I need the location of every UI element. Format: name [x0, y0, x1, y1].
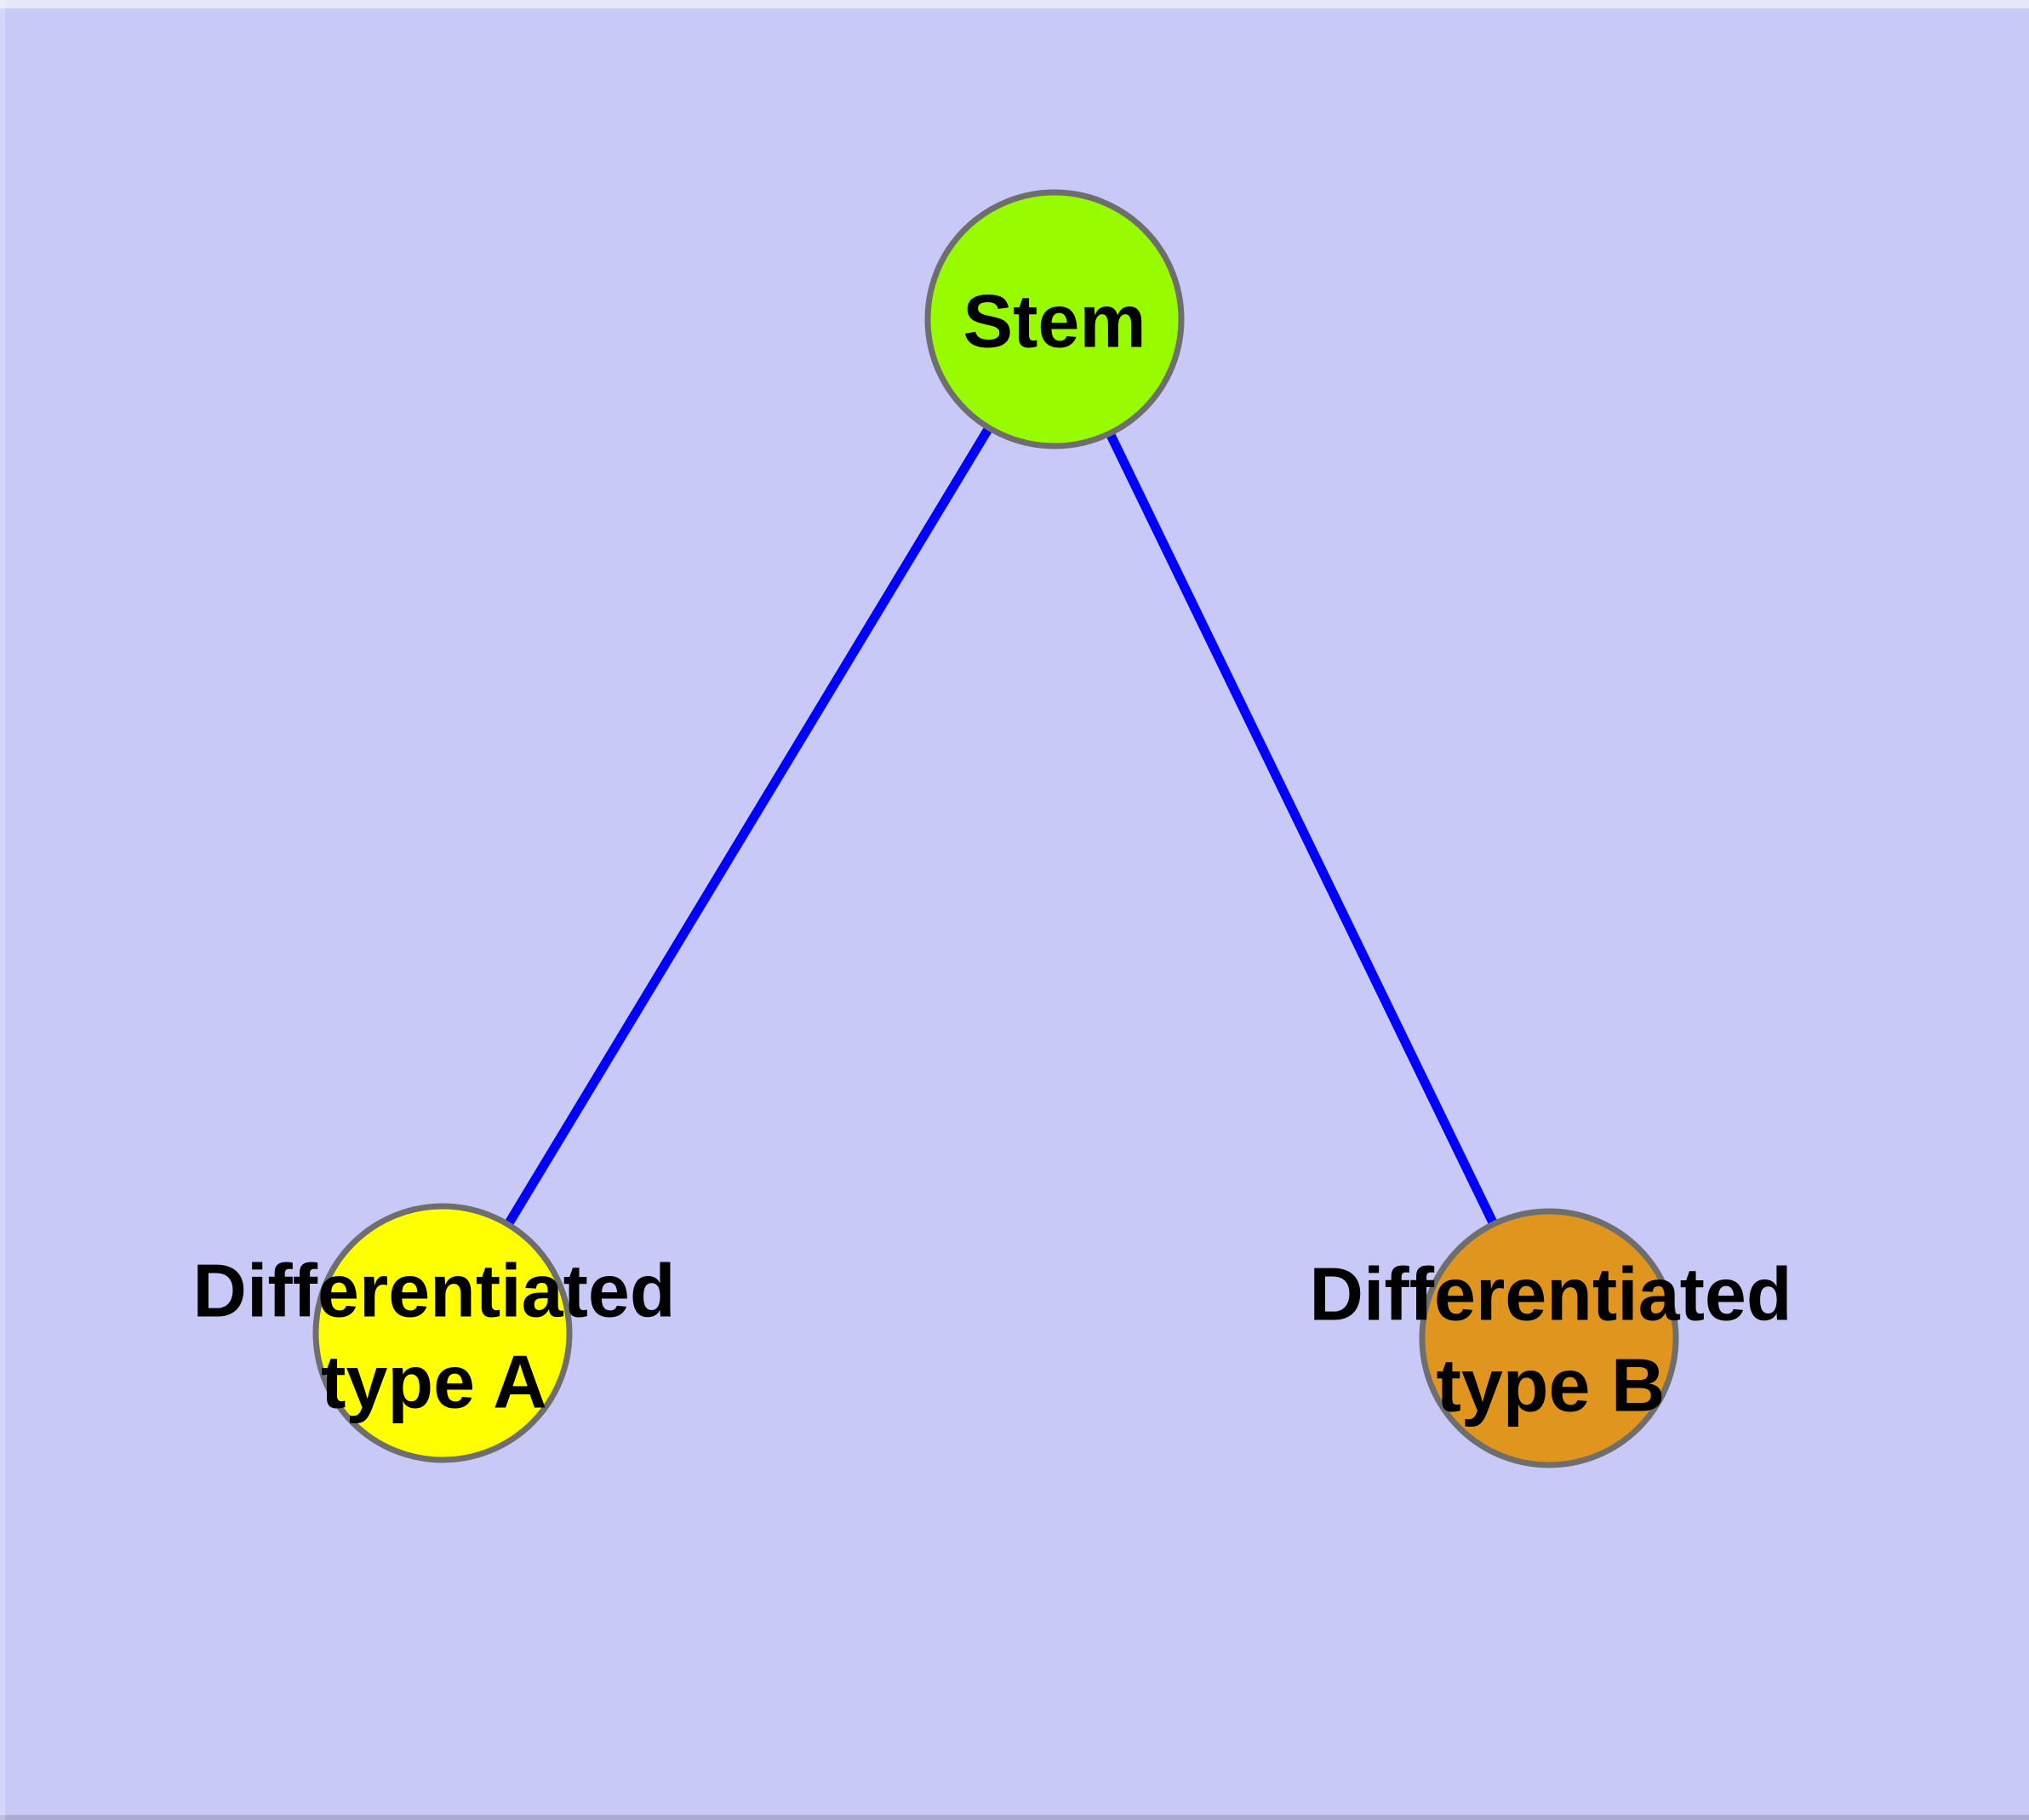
node-stem[interactable] [924, 189, 1185, 449]
edge-stem-to-type-a [438, 317, 1059, 1336]
node-differentiated-type-b[interactable] [1419, 1208, 1679, 1468]
edge-stem-to-type-b [1050, 317, 1553, 1341]
node-differentiated-type-a[interactable] [312, 1203, 573, 1463]
